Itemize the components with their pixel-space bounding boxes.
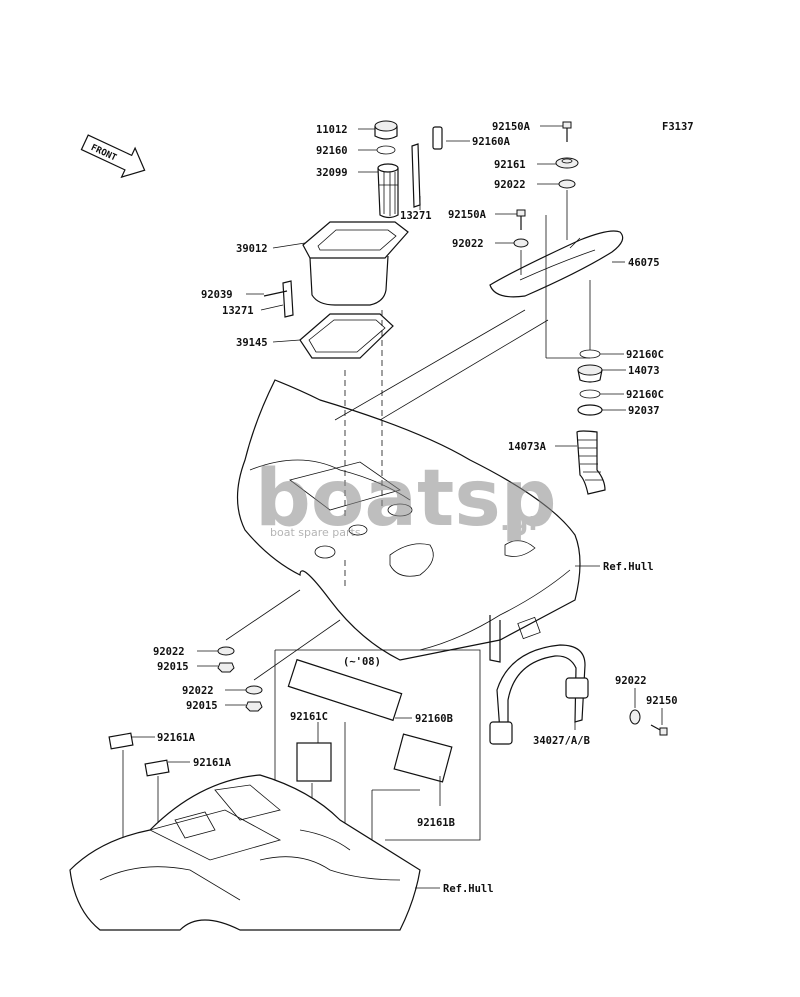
lower-hull [69, 774, 421, 931]
watermark-tagline: boat spare parts [270, 526, 361, 539]
bracket-13271-upper [411, 143, 421, 208]
callout-until-08: (~'08) [343, 656, 381, 668]
callout-92022-c: 92022 [153, 646, 185, 658]
callout-92161A-a: 92161A [157, 732, 196, 744]
label-group-frame [275, 649, 481, 841]
clamp-92160C-upper [579, 349, 601, 359]
callout-92150A-a: 92150A [492, 121, 531, 133]
bolt-92039 [263, 290, 288, 297]
watermark: boatsp .gr boat spare parts [255, 454, 557, 544]
callout-32099: 32099 [316, 167, 348, 179]
callout-13271-a: 13271 [400, 210, 432, 222]
handle-46075 [489, 230, 624, 298]
bracket-13271-lower [282, 280, 294, 318]
callout-92022-b: 92022 [452, 238, 484, 250]
callout-92160B: 92160B [415, 713, 453, 725]
washer-92022-step [629, 709, 641, 725]
label-92161C [296, 742, 332, 782]
clamp-92037 [577, 404, 603, 416]
washer-92022-a [217, 646, 235, 656]
figure-code: F3137 [662, 121, 694, 133]
callout-92160C-a: 92160C [626, 349, 664, 361]
callout-ref-hull-b: Ref.Hull [443, 883, 494, 895]
hose-14073A [576, 430, 606, 495]
label-92161A-2 [144, 759, 170, 777]
callout-46075: 46075 [628, 257, 660, 269]
label-92161B [393, 733, 453, 783]
clamp-92160C-lower [579, 389, 601, 399]
washer-92022-mid [513, 238, 529, 248]
callout-92022-d: 92022 [182, 685, 214, 697]
watermark-brand: boatsp [255, 454, 557, 544]
callout-92022-a: 92022 [494, 179, 526, 191]
bolt-92150A-mid [516, 209, 526, 230]
damper-92161 [555, 157, 579, 169]
callout-92160: 92160 [316, 145, 348, 157]
callout-14073: 14073 [628, 365, 660, 377]
duct-14073 [577, 364, 603, 383]
callout-92161: 92161 [494, 159, 526, 171]
reboarding-step-34027 [489, 644, 589, 745]
callout-11012: 11012 [316, 124, 348, 136]
callout-92150A-b: 92150A [448, 209, 487, 221]
o-ring-92160 [376, 145, 396, 155]
callout-92161B: 92161B [417, 817, 455, 829]
watermark-suffix: .gr [500, 507, 541, 537]
seal-92160A [432, 126, 443, 150]
callout-92161A-b: 92161A [193, 757, 232, 769]
callout-14073A: 14073A [508, 441, 547, 453]
nut-92015-b [245, 701, 263, 712]
bolt-92150A-top [562, 121, 572, 142]
callout-13271-b: 13271 [222, 305, 254, 317]
callout-92037: 92037 [628, 405, 660, 417]
callout-34027: 34027/A/B [533, 735, 590, 747]
callout-92022-e: 92022 [615, 675, 647, 687]
callout-92015-a: 92015 [157, 661, 189, 673]
callout-92161C: 92161C [290, 711, 328, 723]
rear-deck-hull [236, 379, 581, 663]
nut-92015-a [217, 662, 235, 673]
label-92160B [287, 658, 403, 722]
callout-92150: 92150 [646, 695, 678, 707]
callout-92039: 92039 [201, 289, 233, 301]
callout-ref-hull-a: Ref.Hull [603, 561, 654, 573]
front-arrow-icon: FRONT [80, 134, 146, 179]
callout-92160C-b: 92160C [626, 389, 664, 401]
washer-92022-top [558, 179, 576, 189]
storage-cap-11012 [374, 120, 398, 140]
callout-92015-b: 92015 [186, 700, 218, 712]
gasket-39145 [299, 313, 394, 359]
callout-39012: 39012 [236, 243, 268, 255]
callout-39145: 39145 [236, 337, 268, 349]
label-92161A-1 [108, 732, 134, 750]
storage-box-39012 [302, 221, 409, 306]
washer-92022-b [245, 685, 263, 695]
strainer-32099 [377, 163, 399, 219]
callout-92160A: 92160A [472, 136, 511, 148]
bolt-92150-step [650, 724, 668, 736]
